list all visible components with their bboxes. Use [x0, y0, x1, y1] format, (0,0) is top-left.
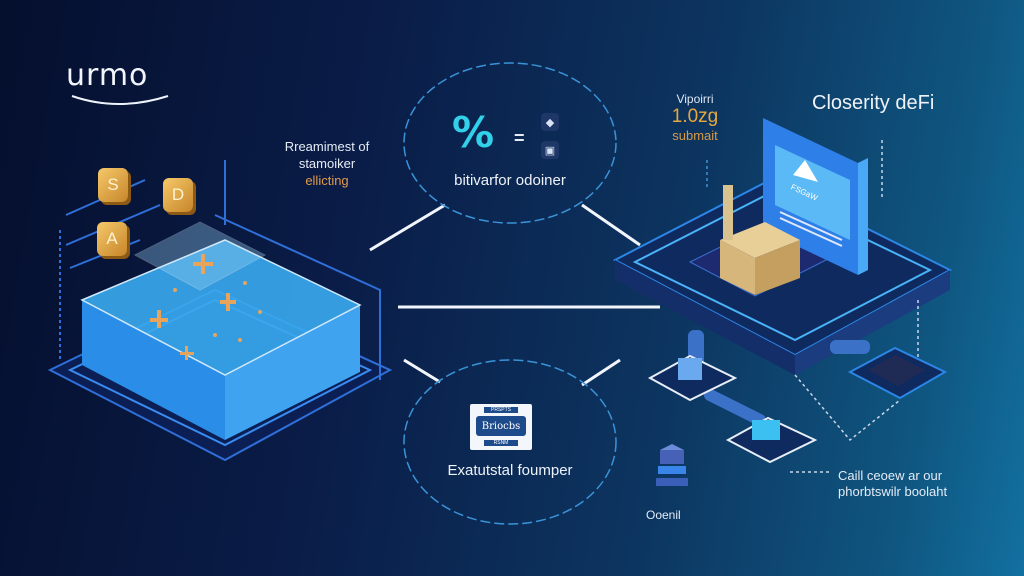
- shield-mic-icon: ◆: [541, 113, 559, 131]
- bottom-note-line2: phorbtswilr boolaht: [838, 484, 948, 499]
- badge-icon: PRSPTS Briocbs RSNM: [470, 404, 532, 450]
- connector-line: [581, 358, 621, 387]
- left-caption-line2: stamoiker: [298, 156, 356, 171]
- left-platform: [47, 160, 393, 462]
- bottom-note-line1: Caill ceoew ar our: [838, 468, 943, 483]
- badge-bottom-text: RSNM: [484, 440, 518, 446]
- value-readout: Vipoirri 1.0zg submait: [660, 92, 730, 143]
- top-circle-label: bitivarfor odoiner: [454, 172, 566, 189]
- bottom-dashed-circle: [403, 359, 617, 525]
- network-nodes: [647, 330, 948, 486]
- bottom-note: Caill ceoew ar our phorbtswilr boolaht: [838, 468, 1018, 500]
- defi-title: Closerity deFi: [812, 92, 935, 114]
- left-caption-line1: Rreamimest of: [284, 139, 370, 154]
- value-label: Vipoirri: [676, 92, 714, 106]
- bottom-circle-label: Exatutstal foumper: [447, 462, 573, 479]
- coin-a: A: [97, 222, 127, 256]
- briefcase-icon: ▣: [541, 141, 559, 159]
- connector-line: [369, 203, 446, 252]
- left-caption: Rreamimest of stamoiker ellicting: [262, 138, 392, 189]
- right-platform: [612, 118, 953, 375]
- logo-smile: [71, 95, 169, 105]
- equals-icon: =: [514, 128, 525, 148]
- top-dashed-circle: [403, 62, 617, 224]
- connector-line: [581, 203, 641, 247]
- brand-logo: urmo: [66, 58, 149, 93]
- value-amount: 1.0zg: [671, 106, 719, 127]
- badge-top-text: PRSPTS: [484, 407, 518, 413]
- badge-main-text: Briocbs: [476, 416, 526, 436]
- connector-line: [403, 358, 441, 384]
- percent-icon: %: [452, 108, 495, 157]
- node-label: Ooenil: [646, 508, 681, 522]
- left-caption-highlight: ellicting: [305, 173, 349, 188]
- coin-s: S: [98, 168, 128, 202]
- value-sub: submait: [672, 128, 718, 143]
- coin-d: D: [163, 178, 193, 212]
